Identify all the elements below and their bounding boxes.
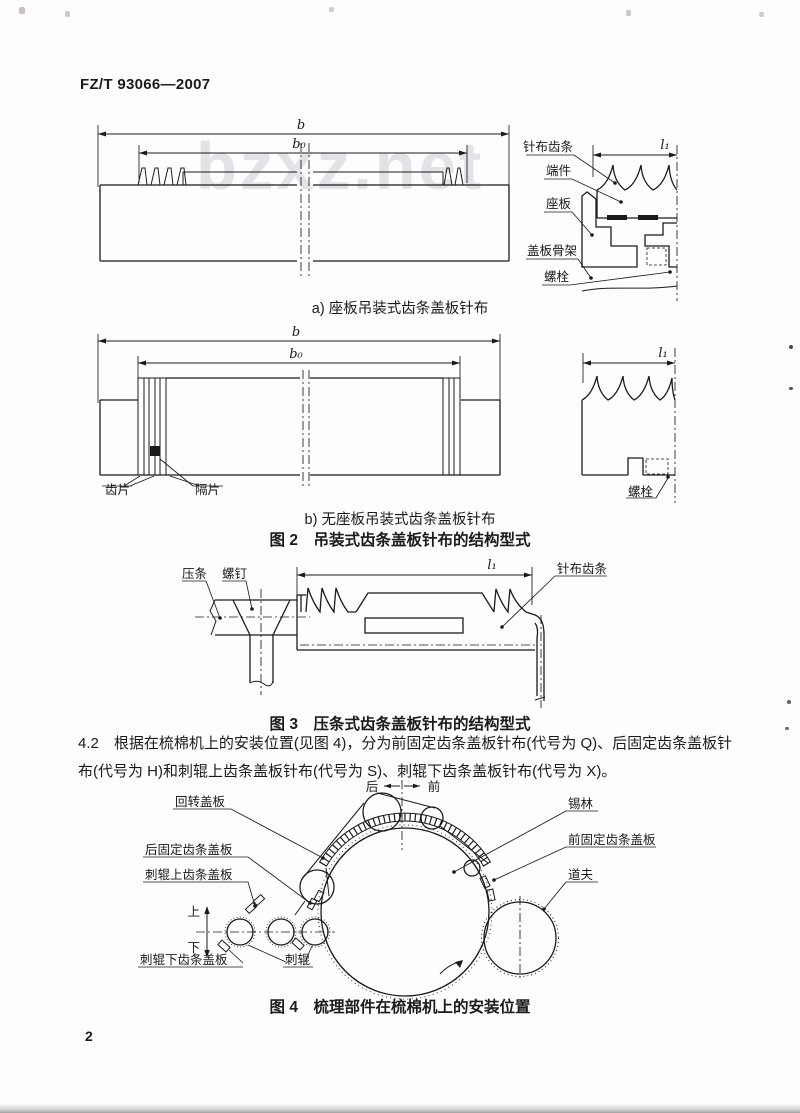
figure2b-caption: b) 无座板吊装式齿条盖板针布 [304, 512, 496, 528]
dim-b0-label: b₀ [289, 347, 303, 362]
fig3-pressure-strip-label: 压条 [182, 567, 208, 581]
dim-l1-label: l₁ [660, 138, 669, 153]
scan-speck [787, 700, 791, 704]
fig2a-flat-frame-label: 盖板骨架 [527, 244, 577, 258]
fig4-rear-fixed-flat-label: 后固定齿条盖板 [145, 842, 233, 857]
fig3-needle-strip-label: 针布齿条 [557, 561, 608, 576]
cylinder-circle [320, 827, 490, 997]
dim-l1-label: l₁ [658, 346, 667, 361]
scan-speck [759, 12, 764, 17]
fig4-lickerin-upper-flat-label: 刺辊上齿条盖板 [145, 868, 233, 882]
flats-pulley [299, 869, 335, 905]
spacer-mark [150, 446, 160, 456]
standard-code: FZ/T 93066—2007 [80, 76, 211, 93]
scan-speck [785, 727, 789, 730]
figure4-drawing: 后 前 [138, 779, 656, 1000]
figure4-title: 图 4 梳理部件在梳棉机上的安装位置 [269, 999, 531, 1016]
paragraph-line: 布(代号为 H)和刺辊上齿条盖板针布(代号为 S)、刺辊下齿条盖板针布(代号为 … [78, 763, 617, 780]
watermark-text: bzxz.net [196, 129, 485, 204]
arrow-right-icon [501, 131, 509, 137]
scan-speck [65, 11, 70, 17]
fig4-up-label: 上 [187, 905, 200, 919]
figure2a-drawing: b b₀ l₁ 针布齿条 端件 座板 盖板骨架 螺栓 [97, 118, 678, 301]
figure2b-drawing: b b₀ 齿片 隔片 l₁ 螺栓 [97, 325, 676, 503]
fig2b-spacer-label: 隔片 [195, 483, 220, 497]
scan-bottom-shadow [0, 1104, 800, 1113]
figure2-title: 图 2 吊装式齿条盖板针布的结构型式 [269, 532, 531, 549]
fig3-screw-label: 螺钉 [222, 567, 248, 581]
scan-speck [626, 10, 631, 16]
dim-b-label: b [292, 325, 300, 340]
figure2a-caption: a) 座板吊装式齿条盖板针布 [311, 301, 489, 317]
fig4-cylinder-label: 锡林 [568, 796, 594, 811]
fig2a-seat-plate-label: 座板 [546, 196, 572, 211]
fig2b-bolt-label: 螺栓 [628, 484, 654, 499]
dim-b0-label: b₀ [292, 137, 306, 152]
fig2a-bolt-label: 螺栓 [544, 269, 570, 284]
fig4-lickerin-lower-flat-label: 刺辊下齿条盖板 [140, 953, 228, 967]
arrow-left-icon [98, 131, 106, 137]
scan-speck [329, 7, 334, 12]
dim-b-label: b [297, 118, 305, 133]
scan-speck [789, 345, 793, 349]
fig4-down-label: 下 [187, 941, 200, 955]
dim-l1-label: l₁ [487, 558, 496, 573]
fig2a-end-piece-label: 端件 [546, 164, 571, 178]
scan-speck [19, 7, 25, 14]
section-4-2-paragraph: 4.2 根据在梳棉机上的安装位置(见图 4)，分为前固定齿条盖板针布(代号为 Q… [78, 730, 732, 786]
fig4-front-fixed-flat-label: 前固定齿条盖板 [568, 832, 656, 847]
fig4-front-label: 前 [428, 779, 441, 794]
fig4-doffer-label: 道夫 [568, 868, 594, 882]
fig4-lickerin-label: 刺辊 [285, 953, 311, 967]
fig2a-needle-strip-label: 针布齿条 [523, 139, 574, 154]
fig4-revolving-flat-label: 回转盖板 [175, 794, 226, 809]
scan-speck [789, 387, 793, 390]
flats-pulley [420, 806, 444, 830]
fig4-rear-label: 后 [366, 780, 379, 794]
flats-pulley [362, 792, 402, 832]
figure3-title: 图 3 压条式齿条盖板针布的结构型式 [269, 716, 531, 733]
fig2b-tooth-piece-label: 齿片 [105, 483, 130, 497]
paragraph-line: 4.2 根据在梳棉机上的安装位置(见图 4)，分为前固定齿条盖板针布(代号为 Q… [78, 735, 733, 752]
figure3-drawing: 压条 螺钉 l₁ 针布齿条 [182, 558, 608, 708]
page-number: 2 [85, 1028, 93, 1044]
